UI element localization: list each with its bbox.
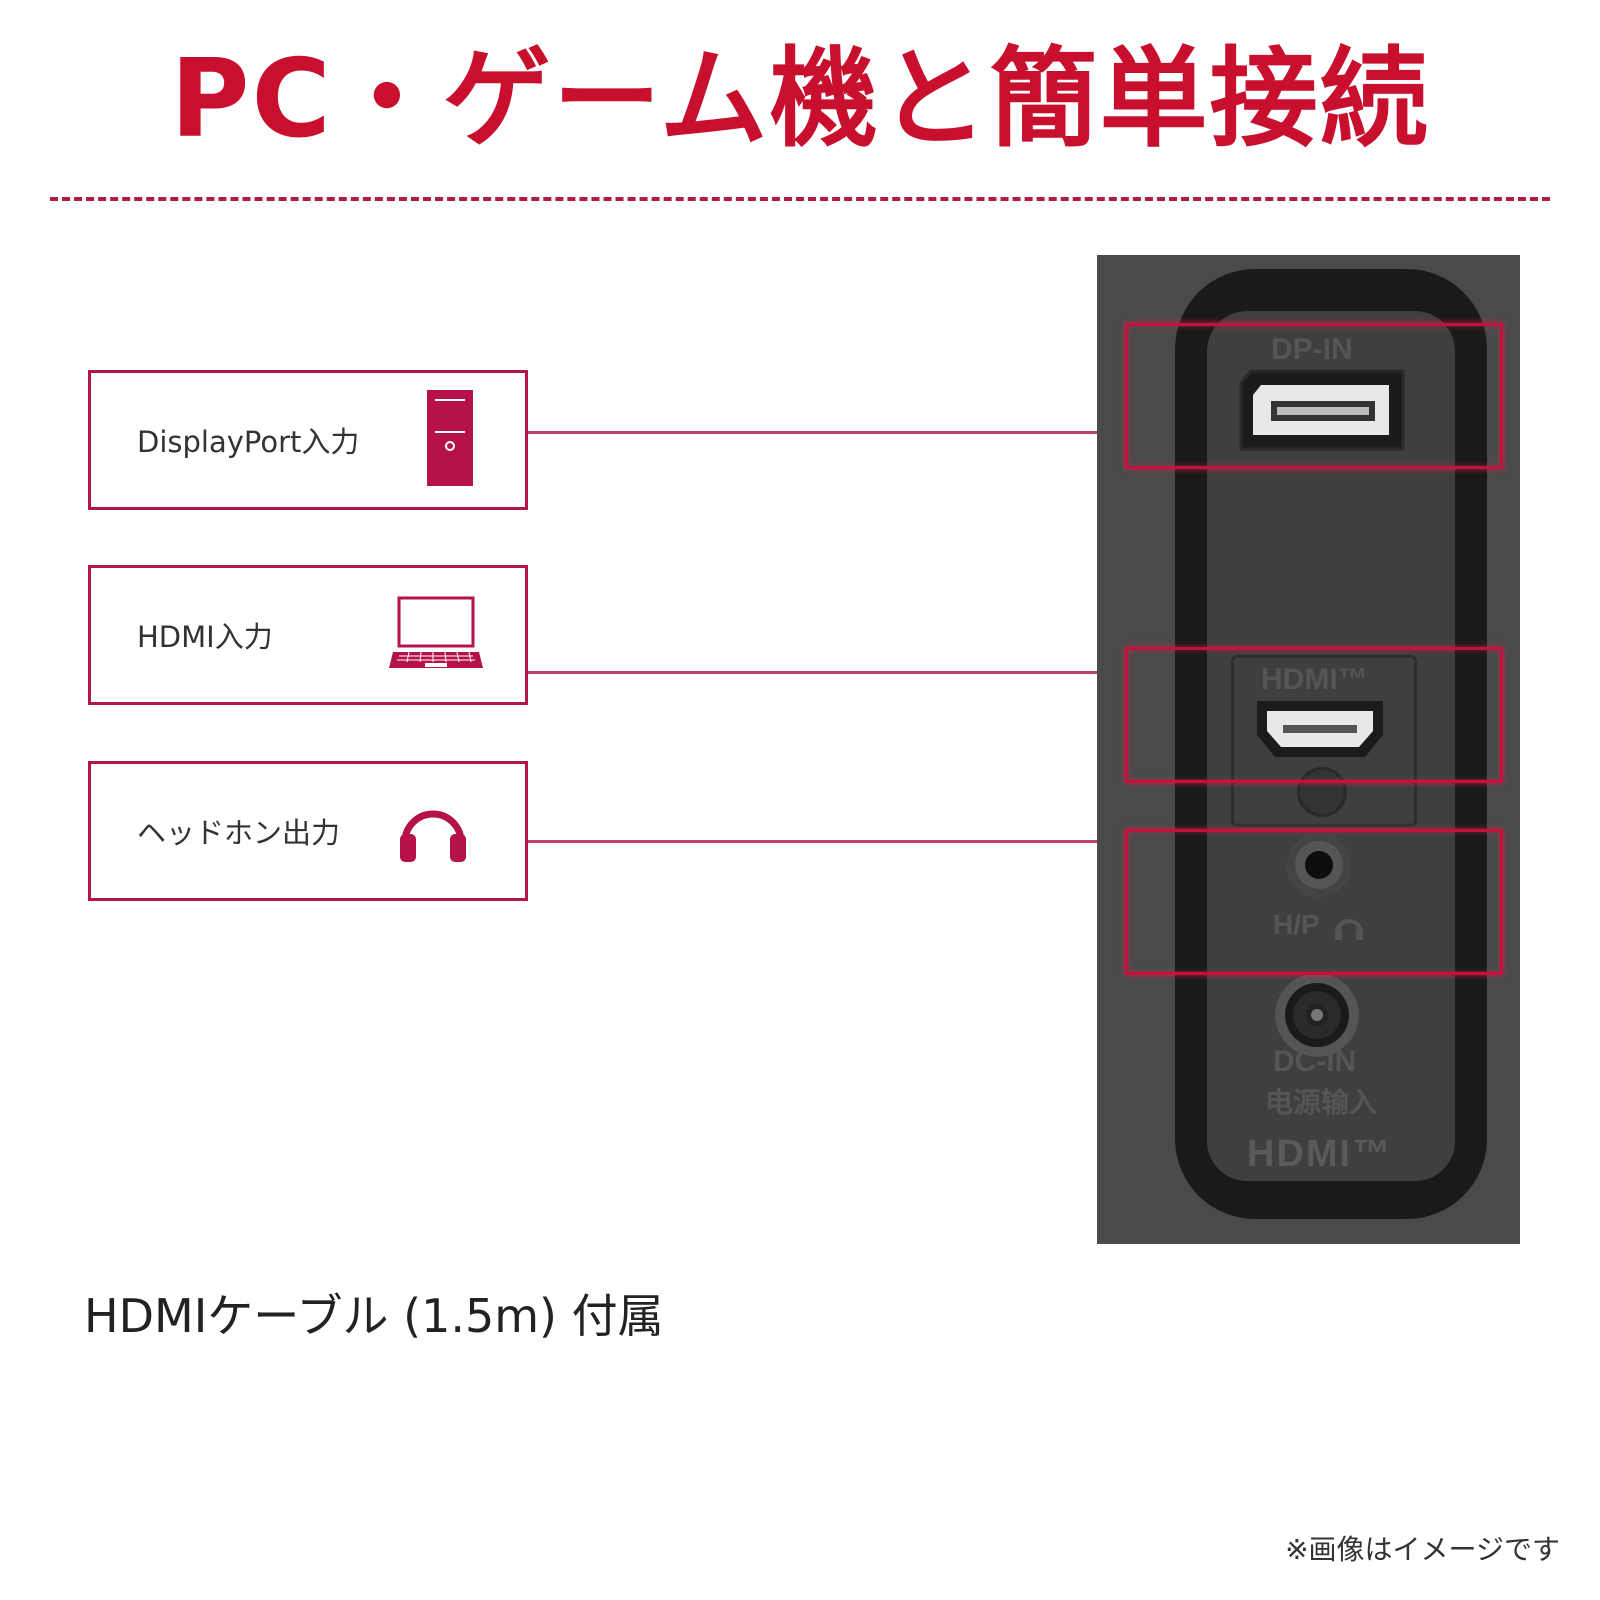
headphone-connector-line [528,840,1098,843]
dashed-divider [50,197,1550,201]
page-title: PC・ゲーム機と簡単接続 [170,37,1430,162]
dc-in-label: DC-IN [1273,1045,1357,1078]
headphone-output-card: ヘッドホン出力 [88,761,528,901]
dp-highlight-box [1125,323,1503,469]
displayport-input-label: DisplayPort入力 [137,425,360,459]
hdmi-input-card: HDMI入力 [88,565,528,705]
dc-in-sub-label: 电源输入 [1265,1087,1378,1118]
displayport-input-card: DisplayPort入力 [88,370,528,510]
dc-in-jack-icon [1275,973,1359,1057]
displayport-connector-line [528,431,1098,434]
laptop-icon [389,596,483,674]
hp-headphone-icon [1335,919,1363,940]
dp-in-label: DP-IN [1271,333,1353,366]
headphone-jack-icon [1287,833,1351,897]
hdmi-connector-line [528,671,1098,674]
hp-label: H/P [1273,909,1320,940]
hdmi-logo: HDMI™ [1247,1133,1393,1175]
hdmi-port-recess [1231,655,1417,827]
headphones-icon [397,794,469,868]
headphone-output-label: ヘッドホン出力 [137,816,341,850]
image-disclaimer-note: ※画像はイメージです [1285,1533,1560,1566]
displayport-socket-icon [1239,369,1405,451]
screw-icon [1297,767,1347,817]
desktop-tower-icon [427,390,473,490]
headphone-highlight-box [1125,829,1503,975]
monitor-port-panel: DP-IN HDMI™ H/P DC-IN 电源输入 HDMI™ [1097,255,1520,1244]
hdmi-input-label: HDMI入力 [137,620,273,654]
hdmi-socket-icon [1257,701,1383,757]
hdmi-cable-caption: HDMIケーブル (1.5m) 付属 [84,1289,664,1343]
hdmi-highlight-box [1125,647,1503,783]
hdmi-port-label: HDMI™ [1261,663,1368,696]
